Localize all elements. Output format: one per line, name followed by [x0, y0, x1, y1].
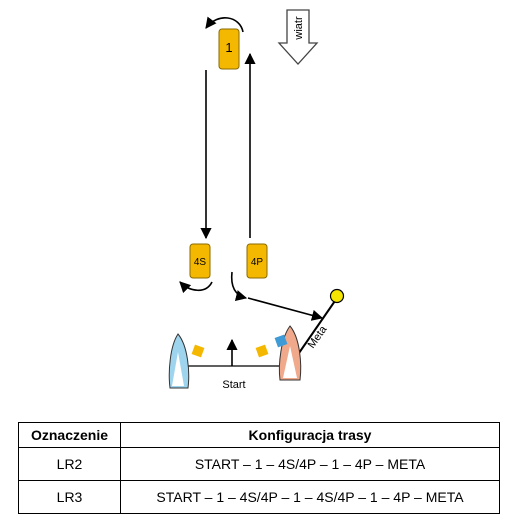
wind-label: wiatr — [293, 16, 305, 41]
table-header-row: Oznaczenie Konfiguracja trasy — [18, 422, 500, 448]
mark-4s-label: 4S — [194, 257, 207, 268]
mark-1-label: 1 — [225, 40, 232, 55]
start-label: Start — [222, 379, 245, 391]
table-row: LR2 START – 1 – 4S/4P – 1 – 4P – META — [18, 447, 500, 481]
rounding-arrow-mark-4s — [179, 281, 213, 294]
cell-designation: LR2 — [18, 447, 121, 481]
cell-designation: LR3 — [18, 480, 121, 514]
mark-1: 1 — [218, 28, 240, 70]
wind-arrow-icon: wiatr — [277, 9, 319, 65]
committee-boat-left — [168, 333, 190, 389]
table-row: LR3 START – 1 – 4S/4P – 1 – 4S/4P – 1 – … — [18, 480, 500, 514]
column-header-designation: Oznaczenie — [18, 422, 121, 448]
cell-configuration: START – 1 – 4S/4P – 1 – 4P – META — [120, 447, 500, 481]
committee-boat-right — [274, 325, 302, 381]
mark-4s: 4S — [189, 243, 211, 279]
mark-4p-label: 4P — [251, 257, 264, 268]
finish-buoy — [329, 288, 345, 304]
cell-configuration: START – 1 – 4S/4P – 1 – 4S/4P – 1 – 4P –… — [120, 480, 500, 514]
start-mark-right — [255, 344, 269, 358]
rounding-arrow-mark-4p — [230, 271, 248, 301]
course-configuration-table: Oznaczenie Konfiguracja trasy LR2 START … — [18, 422, 500, 514]
course-diagram: wiatr 1 4S 4P Meta Start — [168, 9, 345, 391]
rounding-arrow-mark-1 — [205, 16, 244, 33]
mark-4p: 4P — [246, 243, 268, 279]
flag-blue — [274, 334, 288, 348]
start-mark-left — [191, 344, 205, 358]
leg-to-finish — [247, 297, 324, 321]
column-header-configuration: Konfiguracja trasy — [120, 422, 500, 448]
